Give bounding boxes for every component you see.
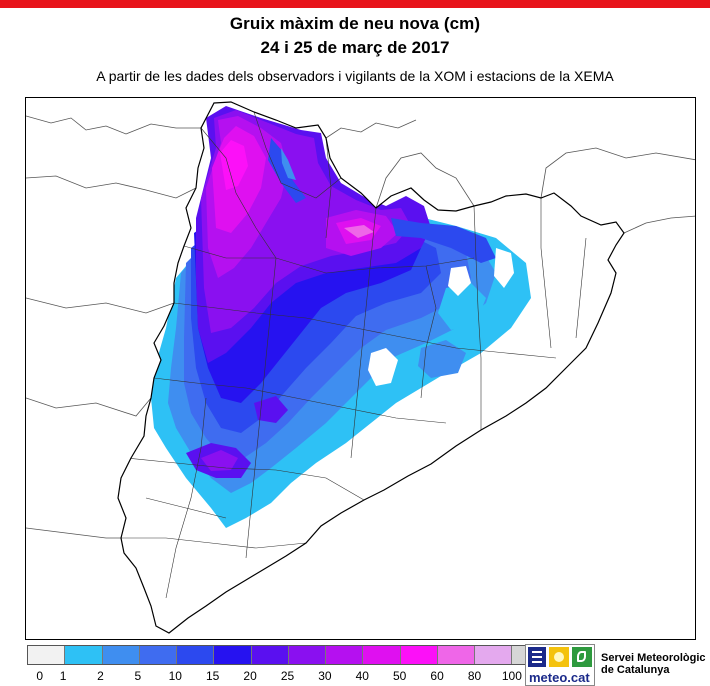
legend-tick-label: 30 [318, 669, 332, 683]
legend-cell [177, 646, 215, 664]
legend-cell [437, 646, 475, 664]
top-red-bar [0, 0, 710, 8]
legend-cell [28, 646, 66, 664]
legend-tick-label: 15 [206, 669, 220, 683]
legend-color-bar [27, 645, 551, 665]
organization-name: Servei Meteorològic de Catalunya [601, 652, 706, 676]
legend-cell [65, 646, 103, 664]
bars-icon [528, 647, 546, 667]
snow-depth-field [151, 106, 531, 528]
legend-cell [139, 646, 177, 664]
legend-cell [326, 646, 364, 664]
legend-cell [475, 646, 513, 664]
legend-cell [251, 646, 289, 664]
legend-tick-label: 25 [280, 669, 295, 683]
org-line-1: Servei Meteorològic [601, 652, 706, 664]
legend-tick-label: 2 [97, 669, 104, 683]
org-line-2: de Catalunya [601, 664, 670, 676]
legend-tick-label: 5 [134, 669, 142, 683]
map-date: 24 i 25 de març de 2017 [260, 38, 450, 57]
legend-tick-label: 1 [59, 669, 67, 683]
legend-tick-label: 0 [36, 669, 44, 683]
legend-tick-label: 50 [393, 669, 407, 683]
map-frame [25, 97, 696, 640]
legend-tick-label: 10 [168, 669, 182, 683]
legend-cell [102, 646, 140, 664]
legend-tick-label: 40 [355, 669, 369, 683]
neighbour-boundaries [26, 115, 695, 539]
legend-cell [288, 646, 326, 664]
catalonia-outline [117, 101, 625, 634]
meteocat-logo: meteo.cat [525, 644, 595, 686]
legend-tick-label: 60 [430, 669, 444, 683]
legend-cell [363, 646, 401, 664]
legend-tick-label: 80 [467, 669, 482, 683]
legend-cell [214, 646, 252, 664]
leaf-icon [572, 647, 592, 667]
logo-text: meteo.cat [529, 670, 590, 685]
sun-icon [549, 647, 569, 667]
map-svg [26, 101, 695, 634]
legend-cell [400, 646, 438, 664]
legend-tick-label: 100 [501, 669, 522, 683]
comarca-boundaries [121, 111, 587, 599]
map-subtitle: A partir de les dades dels observadors i… [96, 68, 614, 84]
map-title: Gruix màxim de neu nova (cm) [229, 14, 481, 33]
legend-tick-label: 20 [243, 669, 257, 683]
